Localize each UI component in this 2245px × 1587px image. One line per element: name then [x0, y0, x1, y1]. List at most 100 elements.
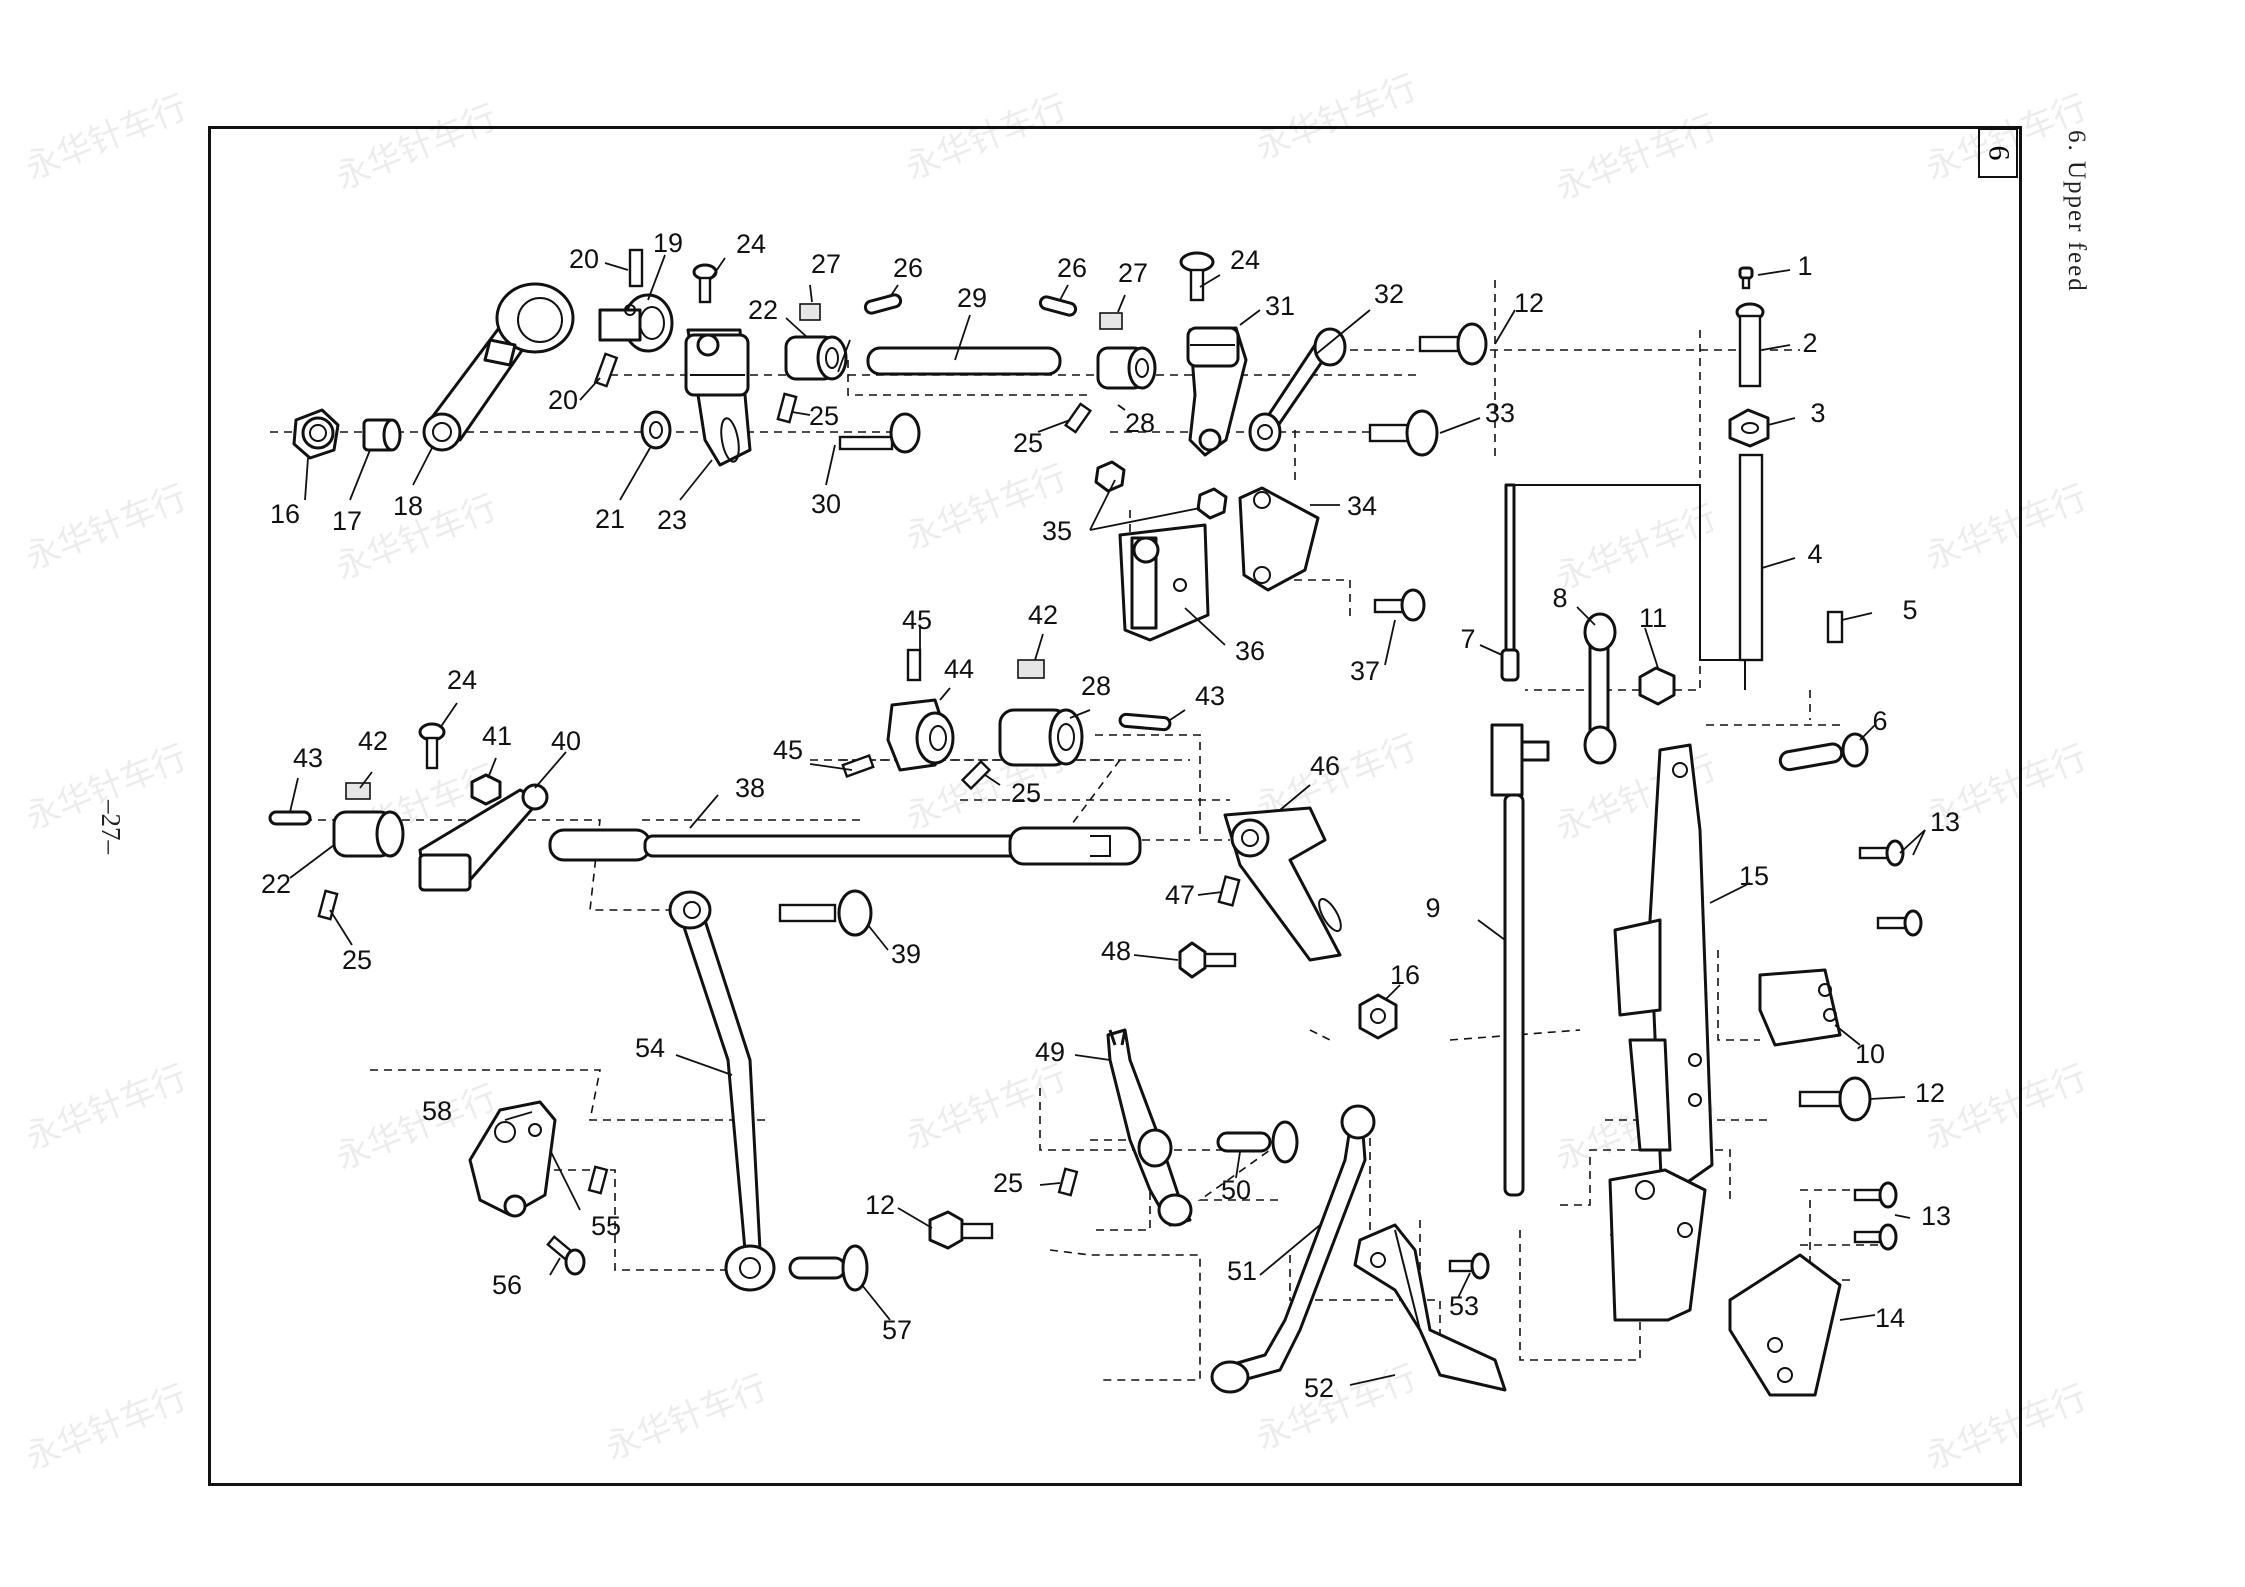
callout-33: 33: [1485, 398, 1515, 428]
part-12-screw-a: [1418, 322, 1488, 366]
callout-2: 2: [1802, 328, 1817, 358]
callout-26-a: 26: [893, 253, 923, 283]
diagram-frame: [208, 126, 2022, 1486]
callout-18: 18: [393, 491, 423, 521]
callout-16-mid: 16: [1390, 960, 1420, 990]
part-5-setscrew: [1826, 610, 1844, 644]
part-39-screw: [778, 889, 873, 937]
part-44-collar: [886, 698, 955, 772]
callout-13-top: 13: [1930, 807, 1960, 837]
callout-50: 50: [1221, 1175, 1251, 1205]
part-35-nuts: [1094, 460, 1228, 520]
part-18-crank-arm: [422, 282, 575, 452]
part-16-nut-b: [1358, 993, 1398, 1040]
part-52-presser-foot: [1353, 1223, 1507, 1392]
part-47-setscrew: [1217, 875, 1241, 907]
part-9-feed-bar: [1490, 723, 1550, 1197]
part-15-feed-bracket: [1613, 743, 1714, 1202]
callout-4: 4: [1807, 539, 1822, 569]
section-number-box: 6: [1978, 128, 2018, 178]
part-10-block: [1758, 968, 1842, 1047]
part-21-washer: [640, 410, 672, 450]
callout-27-b: 27: [1118, 258, 1148, 288]
callout-32: 32: [1374, 279, 1404, 309]
callout-53: 53: [1449, 1291, 1479, 1321]
part-12-screw-b: [1798, 1076, 1872, 1122]
callout-38: 38: [735, 773, 765, 803]
callout-48: 48: [1101, 936, 1131, 966]
callout-3: 3: [1810, 398, 1825, 428]
callout-12-bottom: 12: [865, 1190, 895, 1220]
part-31-lever: [1186, 326, 1248, 457]
part-45-setscrews: [841, 648, 992, 791]
part-29-shaft: [866, 346, 1062, 376]
part-24-screw-c: [418, 722, 446, 770]
callout-15: 15: [1739, 861, 1769, 891]
callout-labels: 1 2 3 4 5 6 7 8 9 10 11 12 12 12 13 13 1…: [261, 228, 1960, 1403]
callout-25-e: 25: [993, 1168, 1023, 1198]
callout-25-a: 25: [809, 401, 839, 431]
part-12-screw-c: [928, 1210, 994, 1250]
part-16-nut: [292, 408, 340, 460]
callout-28-top: 28: [1125, 408, 1155, 438]
part-43-pin-b: [1118, 712, 1172, 732]
callout-25-b: 25: [1013, 428, 1043, 458]
part-40-lever: [418, 783, 549, 892]
part-25-setscrew-c: [317, 889, 339, 921]
callout-25-c: 25: [1011, 778, 1041, 808]
part-13-screws-a: [1858, 839, 1923, 937]
callout-26-b: 26: [1057, 253, 1087, 283]
part-20-setscrews: [593, 248, 644, 388]
callout-10: 10: [1855, 1039, 1885, 1069]
callout-55: 55: [591, 1211, 621, 1241]
callout-51: 51: [1227, 1256, 1257, 1286]
callout-43-right: 43: [1195, 681, 1225, 711]
part-6-pin: [1778, 732, 1869, 772]
part-46-crank: [1223, 806, 1342, 962]
part-55-setscrew: [587, 1165, 609, 1195]
part-23-lever: [684, 328, 752, 467]
part-8-link: [1583, 612, 1617, 765]
part-22-collar-b: [332, 782, 405, 858]
part-25-setscrew-b: [1063, 402, 1093, 434]
callout-25-d: 25: [342, 945, 372, 975]
part-28-collar-a: [1096, 312, 1157, 390]
part-7-rod: [1500, 483, 1520, 682]
callout-45-left: 45: [773, 735, 803, 765]
part-53-screw: [1448, 1252, 1490, 1280]
part-30-screw: [838, 412, 921, 454]
callout-12-right: 12: [1915, 1078, 1945, 1108]
part-58-clamp: [468, 1100, 557, 1218]
part-1-small-screw: [1738, 266, 1754, 290]
part-33-screw: [1368, 409, 1439, 457]
connector-line: [1512, 484, 1746, 690]
part-41-nut: [470, 773, 502, 806]
part-48-stud: [1178, 941, 1237, 979]
callout-47: 47: [1165, 880, 1195, 910]
part-13-screws-b: [1853, 1181, 1898, 1251]
leader-lines: [289, 254, 1926, 1386]
part-54-link: [668, 890, 776, 1292]
part-25-setscrew-a: [776, 392, 798, 424]
part-24-screw-b: [1179, 251, 1215, 302]
part-26-pin-b: [1038, 295, 1078, 317]
callout-24-mid: 24: [447, 665, 477, 695]
part-36-bracket: [1118, 523, 1210, 642]
part-28-collar-b: [998, 659, 1084, 767]
callout-28-mid: 28: [1081, 671, 1111, 701]
part-11-nut: [1638, 666, 1676, 706]
callout-20-top: 20: [569, 244, 599, 274]
part-50-pin: [1216, 1120, 1299, 1164]
callout-41: 41: [482, 721, 512, 751]
callout-31: 31: [1265, 291, 1295, 321]
part-3-nut: [1728, 408, 1770, 448]
callout-46: 46: [1310, 751, 1340, 781]
callout-30: 30: [811, 489, 841, 519]
callout-17: 17: [332, 506, 362, 536]
callout-24-top-a: 24: [736, 229, 766, 259]
part-51-link: [1210, 1104, 1376, 1394]
callout-45-top: 45: [902, 605, 932, 635]
part-25-setscrew-d: [1057, 1167, 1079, 1197]
part-24-screw-a: [692, 263, 718, 304]
